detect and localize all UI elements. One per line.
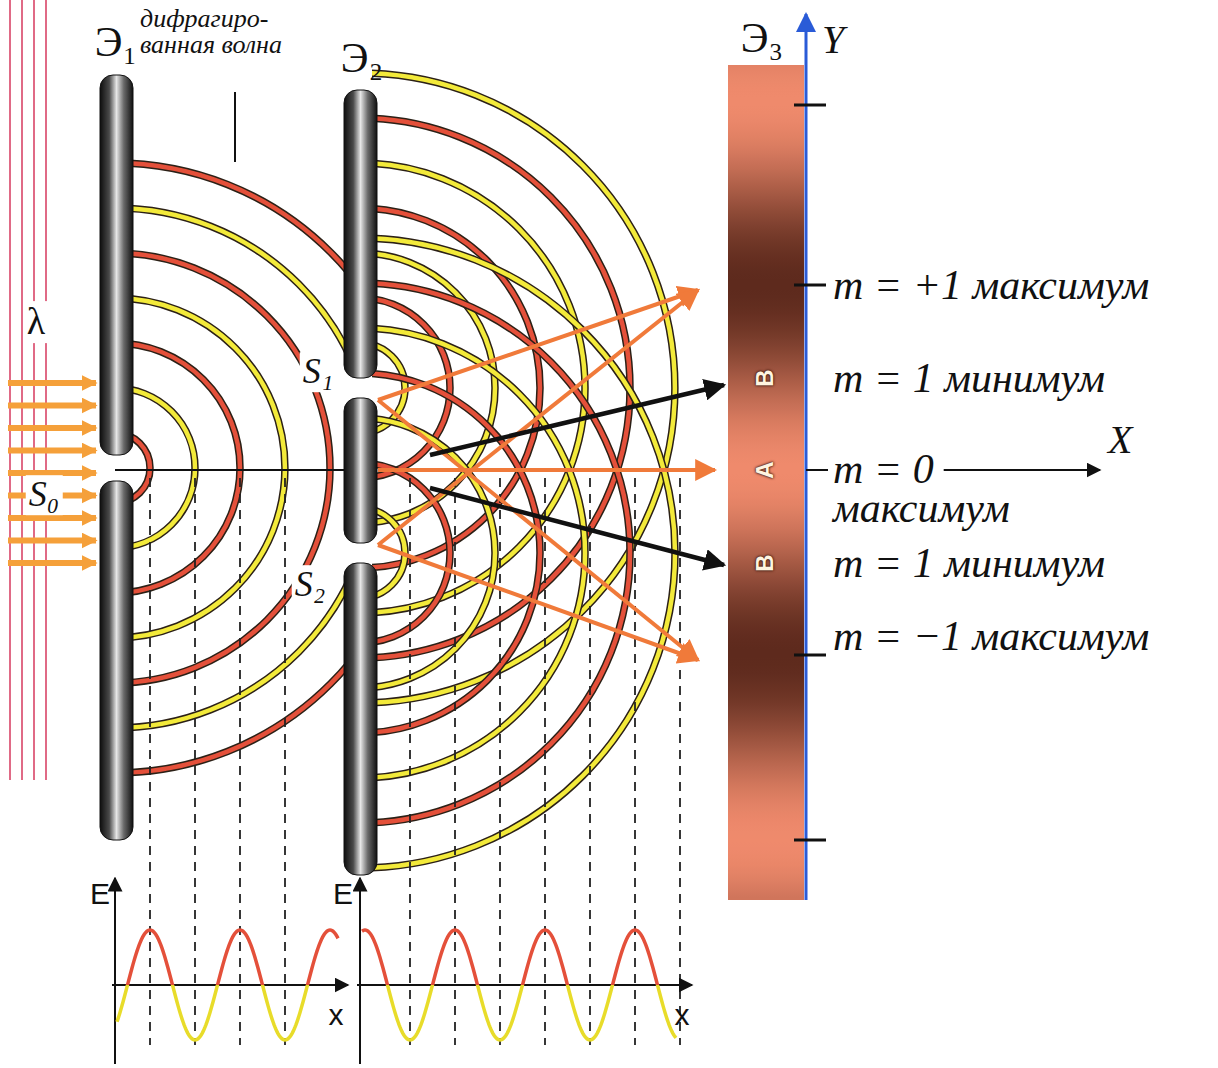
dashed-line xyxy=(589,478,591,1045)
wavefront-line xyxy=(33,0,35,780)
field-curve xyxy=(362,985,676,1040)
dashed-line xyxy=(679,478,681,1045)
dashed-line xyxy=(499,478,501,1045)
field-curve xyxy=(117,985,338,1040)
screen-part xyxy=(100,75,133,455)
ray xyxy=(378,400,698,660)
fringe-letter: В xyxy=(752,554,778,571)
fringe-letter: В xyxy=(752,369,778,386)
fringe-label: m = 1 минимум xyxy=(833,355,1105,401)
field-curve xyxy=(117,930,338,985)
optical-axis xyxy=(115,469,344,471)
screen-label: Э₁ xyxy=(95,19,137,65)
observation-screen xyxy=(728,65,804,900)
graph-axis xyxy=(112,984,348,986)
dashed-line xyxy=(239,478,241,1045)
ray xyxy=(378,290,698,545)
dashed-line xyxy=(149,478,151,1045)
slit-label: S₁ xyxy=(300,352,337,392)
wave-outline xyxy=(115,163,347,773)
dashed-line xyxy=(544,478,546,1045)
x-axis xyxy=(944,469,1100,471)
wavefront-line xyxy=(9,0,11,780)
axis-label: Y xyxy=(822,18,844,62)
wavefront-line xyxy=(45,0,47,780)
wave-outline xyxy=(372,163,585,613)
wave-crest xyxy=(115,253,330,683)
screen-part xyxy=(344,398,377,543)
slit-label: S₂ xyxy=(292,565,329,605)
wave-crest xyxy=(372,238,675,868)
incident-ray xyxy=(8,560,96,566)
wavelength-symbol: λ xyxy=(24,301,48,343)
screen-label: Э₃ xyxy=(741,15,783,61)
wave-caption: дифрагиро- ванная волна xyxy=(140,6,325,58)
incident-ray xyxy=(8,425,96,431)
dashed-line xyxy=(194,478,196,1045)
wavefront-line xyxy=(21,0,23,780)
wave-crest xyxy=(115,298,285,638)
graph-axis xyxy=(359,878,361,1064)
wave-arcs xyxy=(372,238,675,868)
field-graphs xyxy=(112,878,692,1064)
axis-tick xyxy=(794,104,826,107)
screen-part xyxy=(344,563,377,875)
fringe-label: m = −1 максимум xyxy=(833,613,1149,659)
fringe-label: m = 0 максимум xyxy=(833,450,1083,527)
screen-part xyxy=(100,481,133,840)
axis-label: X xyxy=(1108,418,1132,462)
axis-tick xyxy=(794,654,826,657)
screen-label: Э₂ xyxy=(341,35,383,81)
incident-ray xyxy=(8,403,96,409)
graph-axis-label: x xyxy=(675,998,690,1031)
x-axis xyxy=(806,469,828,471)
wave-crest xyxy=(372,163,585,613)
incident-ray xyxy=(8,515,96,521)
incident-ray xyxy=(8,538,96,544)
leader-line xyxy=(234,92,236,162)
dashed-line xyxy=(454,478,456,1045)
axis-tick xyxy=(794,284,826,287)
projection-lines xyxy=(150,478,680,1045)
axis-tick xyxy=(794,839,826,842)
wave-outline xyxy=(115,343,240,593)
graph-axis xyxy=(114,878,116,1064)
dashed-line xyxy=(409,478,411,1045)
slit-label: S₀ xyxy=(26,475,63,515)
wave-outline xyxy=(115,298,285,638)
fringe-letter: А xyxy=(752,461,778,478)
graph-axis-label: E xyxy=(333,877,353,910)
wave-crest xyxy=(115,163,347,773)
ray xyxy=(378,468,715,472)
wave-outline xyxy=(372,238,675,868)
screen-part xyxy=(344,90,377,378)
fringe-label: m = +1 максимум xyxy=(833,262,1149,308)
graph-axis-label: x xyxy=(329,998,344,1031)
path-arrow xyxy=(430,488,724,565)
wave-crest xyxy=(372,418,495,688)
interference-rays xyxy=(378,290,724,660)
fringe-label: m = 1 минимум xyxy=(833,540,1105,586)
incident-ray xyxy=(8,448,96,454)
wave-crest xyxy=(115,208,347,728)
dashed-line xyxy=(634,478,636,1045)
field-curve xyxy=(362,930,676,985)
y-axis xyxy=(805,14,808,900)
ray xyxy=(378,290,698,400)
graph-axis-label: E xyxy=(90,877,110,910)
wave-outline xyxy=(372,418,495,688)
graph-axis xyxy=(357,984,692,986)
wave-outline xyxy=(115,208,347,728)
wave-crest xyxy=(115,343,240,593)
wave-arcs xyxy=(115,163,347,773)
incident-wave xyxy=(8,0,96,780)
wave-outline xyxy=(115,253,330,683)
dashed-line xyxy=(284,478,286,1045)
incident-ray xyxy=(8,380,96,386)
path-arrow xyxy=(430,385,724,455)
screens xyxy=(100,65,804,900)
ray xyxy=(378,545,698,660)
